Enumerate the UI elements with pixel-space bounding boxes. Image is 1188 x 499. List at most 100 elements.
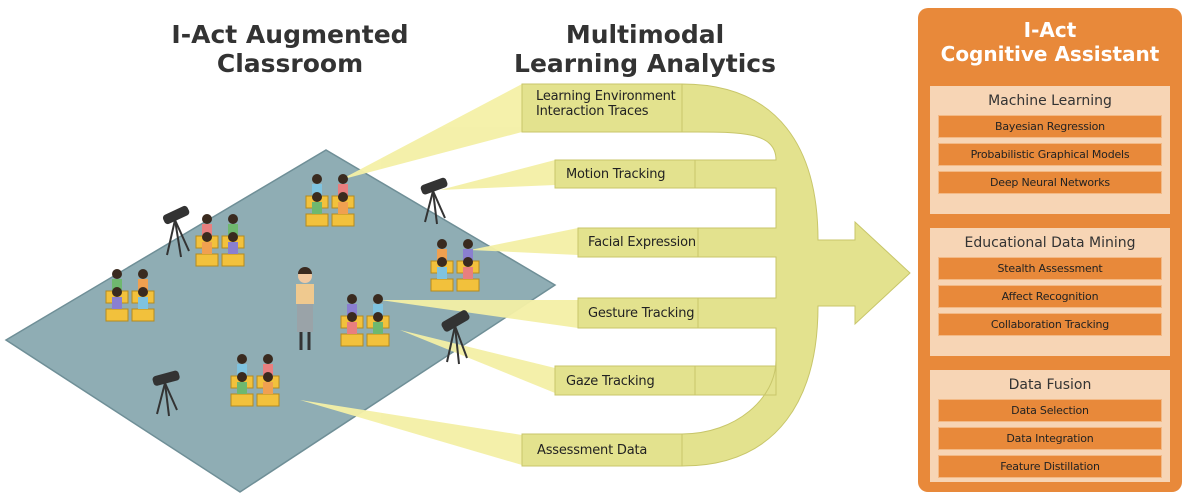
stream-label-gesture: Gesture Tracking: [588, 306, 695, 321]
student-head: [228, 214, 238, 224]
method-item: Deep Neural Networks: [938, 171, 1162, 194]
student-head: [463, 257, 473, 267]
camera-icons: [152, 177, 470, 417]
student-body: [138, 297, 148, 309]
student-body: [312, 184, 322, 196]
data-beams: [300, 84, 578, 465]
camera-icon: [420, 177, 448, 225]
desk: [131, 308, 155, 322]
student-head: [138, 287, 148, 297]
beam-assessment: [300, 400, 522, 465]
student-head: [347, 312, 357, 322]
student-head: [138, 269, 148, 279]
student-body: [463, 267, 473, 279]
stream-label-gaze: Gaze Tracking: [566, 374, 655, 389]
desk: [195, 253, 219, 267]
student-head: [263, 354, 273, 364]
cognitive-assistant-panel: I-Act Cognitive Assistant Machine Learni…: [918, 8, 1182, 492]
teacher-figure: [296, 267, 314, 350]
desk: [221, 253, 245, 267]
student-head: [112, 269, 122, 279]
camera-icon: [441, 310, 470, 365]
desk: [340, 333, 364, 347]
method-item: Data Integration: [938, 427, 1162, 450]
student-body: [338, 184, 348, 196]
student-head: [112, 287, 122, 297]
student-head: [237, 354, 247, 364]
student-body: [263, 382, 273, 394]
student-body: [237, 382, 247, 394]
student-head: [312, 174, 322, 184]
desk: [305, 213, 329, 227]
desk: [256, 393, 280, 407]
desk-group: [230, 354, 280, 407]
student-body: [202, 242, 212, 254]
stream-label-assessment: Assessment Data: [537, 443, 648, 458]
ribbon-gaze: [554, 365, 696, 396]
student-body: [228, 242, 238, 254]
desk: [456, 278, 480, 292]
cognitive-assistant-title: I-Act Cognitive Assistant: [940, 18, 1160, 66]
student-head: [347, 294, 357, 304]
student-body: [202, 224, 212, 236]
student-head: [228, 232, 238, 242]
student-body: [112, 279, 122, 291]
section-title: Machine Learning: [988, 93, 1112, 109]
student-head: [312, 192, 322, 202]
method-item: Affect Recognition: [938, 285, 1162, 308]
classroom-title: I-Act Augmented Classroom: [171, 20, 409, 78]
student-head: [373, 312, 383, 322]
student-body: [437, 267, 447, 279]
beam-motion: [440, 160, 555, 190]
stream-label-motion: Motion Tracking: [566, 167, 666, 182]
desk: [230, 393, 254, 407]
student-head: [202, 232, 212, 242]
ribbon-facial: [577, 227, 699, 258]
student-body: [463, 249, 473, 261]
student-head: [437, 257, 447, 267]
section-title: Educational Data Mining: [964, 235, 1136, 251]
student-head: [202, 214, 212, 224]
merge-flow: [681, 83, 911, 467]
desk-groups: [105, 174, 480, 407]
desk: [366, 333, 390, 347]
section-title: Data Fusion: [1008, 377, 1092, 393]
student-body: [263, 364, 273, 376]
beam-interaction: [340, 84, 522, 180]
student-body: [347, 322, 357, 334]
desk-group: [305, 174, 355, 227]
stream-ribbons: [521, 83, 699, 467]
student-head: [338, 192, 348, 202]
student-body: [437, 249, 447, 261]
desk-group: [195, 214, 245, 267]
student-body: [138, 279, 148, 291]
ribbon-gesture: [577, 297, 699, 329]
method-item: Collaboration Tracking: [938, 313, 1162, 336]
method-item: Bayesian Regression: [938, 115, 1162, 138]
beam-gesture: [380, 300, 578, 328]
student-head: [437, 239, 447, 249]
section-machine-learning: Machine Learning Bayesian Regression Pro…: [930, 86, 1170, 214]
desk: [430, 278, 454, 292]
method-item: Stealth Assessment: [938, 257, 1162, 280]
classroom-floor: [4, 149, 557, 493]
method-item: Probabilistic Graphical Models: [938, 143, 1162, 166]
student-body: [112, 297, 122, 309]
student-body: [373, 304, 383, 316]
student-head: [463, 239, 473, 249]
beam-gaze: [400, 330, 555, 393]
student-head: [373, 294, 383, 304]
student-body: [373, 322, 383, 334]
student-head: [338, 174, 348, 184]
beam-facial: [470, 228, 578, 255]
camera-icon: [152, 370, 180, 417]
method-item: Feature Distillation: [938, 455, 1162, 478]
student-body: [228, 224, 238, 236]
desk: [331, 213, 355, 227]
desk-group: [105, 269, 155, 322]
section-educational-data-mining: Educational Data Mining Stealth Assessme…: [930, 228, 1170, 356]
desk-group: [340, 294, 390, 347]
stream-label-interaction: Learning Environment Interaction Traces: [536, 89, 676, 119]
camera-icon: [162, 205, 190, 258]
